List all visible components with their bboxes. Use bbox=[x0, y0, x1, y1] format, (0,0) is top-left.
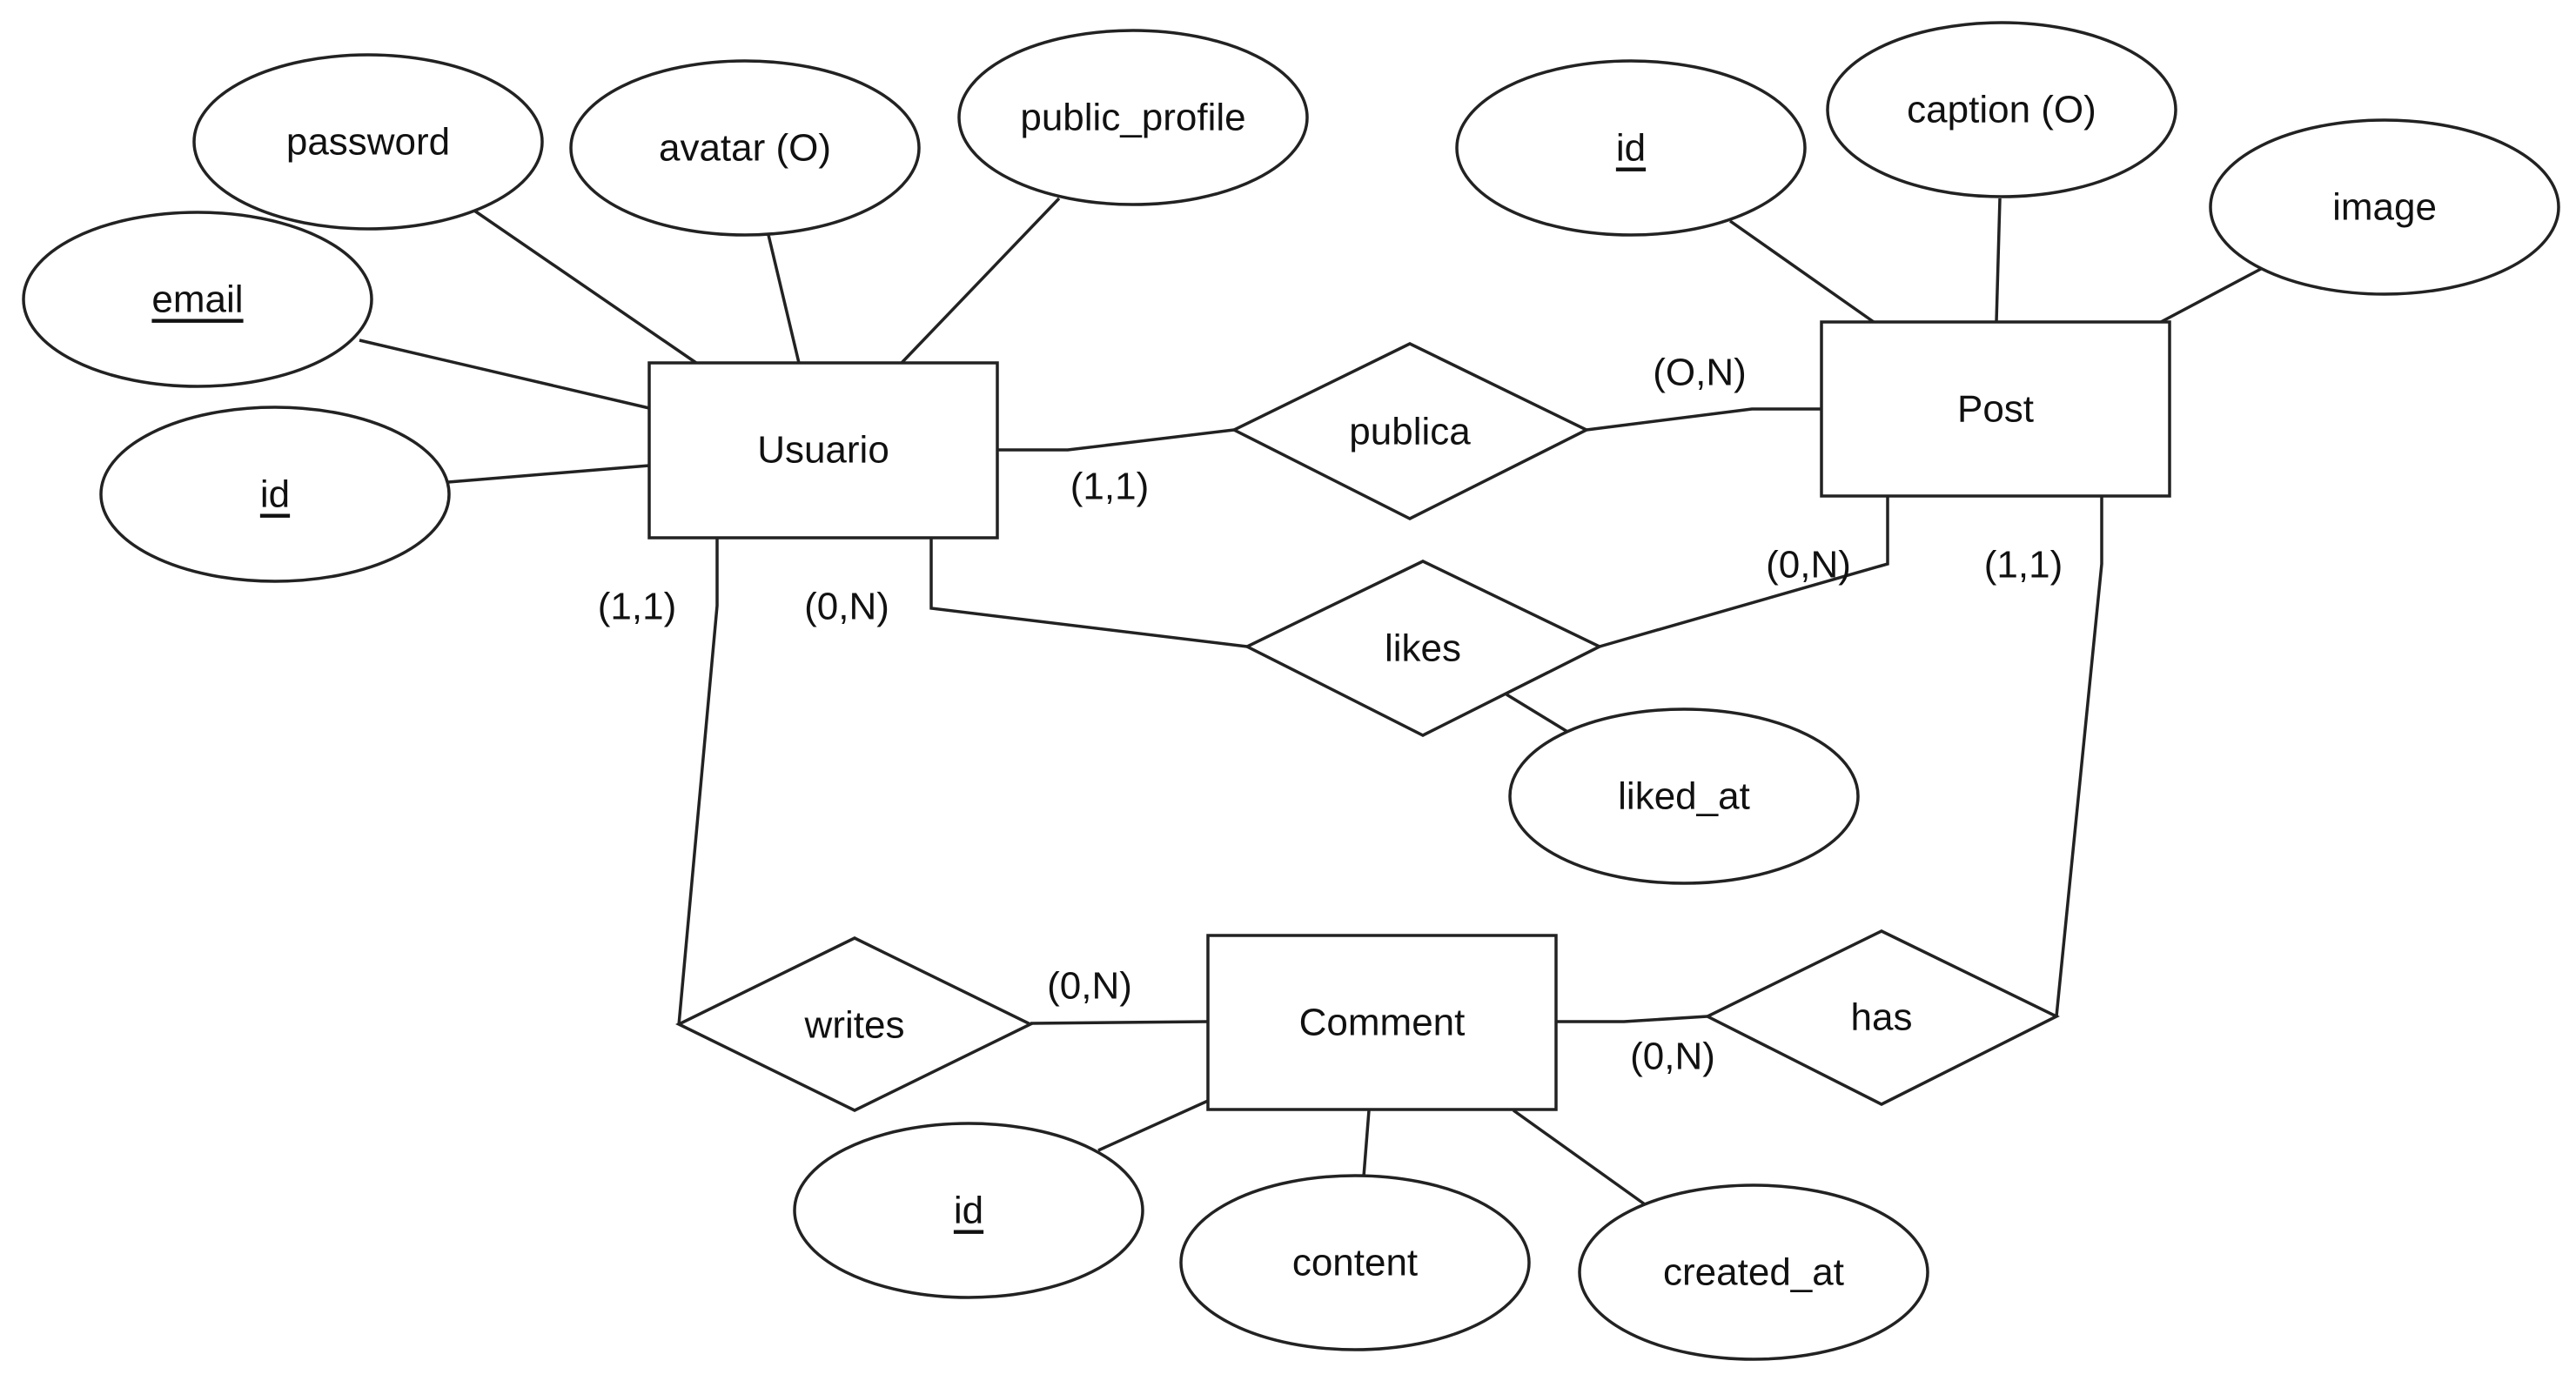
cardinality-labels: (1,1) (O,N) (0,N) (1,1) (1,1) (0,N) (0,N… bbox=[598, 352, 2063, 1078]
edge-likes-liked-at bbox=[1506, 693, 1570, 734]
attribute-liked-at-label: liked_at bbox=[1618, 775, 1750, 818]
edge-usuario-publica bbox=[997, 428, 1235, 452]
relationship-likes-label: likes bbox=[1385, 627, 1461, 670]
edge-usuario-public-profile bbox=[900, 197, 1061, 365]
attribute-usuario-id: id bbox=[99, 406, 451, 583]
edge-post-caption bbox=[1995, 198, 2002, 323]
cardinality-usuario-likes: (0,N) bbox=[804, 586, 889, 628]
relationship-has-label: has bbox=[1851, 996, 1913, 1039]
entity-usuario: Usuario bbox=[647, 361, 999, 540]
edge-usuario-password bbox=[473, 209, 697, 365]
edge-post-id bbox=[1728, 219, 1875, 324]
attribute-public-profile-label: public_profile bbox=[1020, 97, 1245, 139]
edge-publica-post bbox=[1586, 407, 1821, 432]
attribute-avatar: avatar (O) bbox=[569, 59, 921, 237]
entity-usuario-label: Usuario bbox=[757, 429, 889, 472]
attribute-post-id-label: id bbox=[1616, 127, 1646, 170]
edge-likes-post bbox=[1599, 496, 1889, 648]
cardinality-post-publica: (O,N) bbox=[1653, 352, 1747, 394]
entity-post-label: Post bbox=[1957, 388, 2034, 431]
edge-comment-has bbox=[1556, 1015, 1708, 1023]
cardinality-comment-has: (0,N) bbox=[1630, 1036, 1715, 1078]
attribute-comment-id: id bbox=[793, 1122, 1144, 1299]
attribute-public-profile: public_profile bbox=[957, 29, 1309, 206]
attribute-post-id: id bbox=[1455, 59, 1807, 237]
edge-usuario-email bbox=[359, 339, 650, 410]
attribute-email: email bbox=[22, 211, 373, 388]
relationship-publica: publica bbox=[1231, 342, 1590, 520]
attribute-usuario-id-label: id bbox=[260, 473, 290, 516]
edge-comment-created-at bbox=[1512, 1109, 1647, 1206]
edge-usuario-id bbox=[447, 464, 650, 484]
attribute-email-label: email bbox=[151, 278, 243, 321]
edge-post-image bbox=[2160, 267, 2262, 324]
attribute-password-label: password bbox=[286, 121, 450, 164]
entity-comment-label: Comment bbox=[1299, 1002, 1466, 1044]
attribute-created-at: created_at bbox=[1578, 1183, 1929, 1361]
edge-usuario-likes bbox=[929, 538, 1248, 648]
entity-comment: Comment bbox=[1206, 934, 1558, 1111]
relationship-writes-label: writes bbox=[804, 1004, 905, 1047]
edge-comment-content bbox=[1362, 1109, 1371, 1177]
attribute-content: content bbox=[1179, 1174, 1531, 1351]
cardinality-usuario-publica: (1,1) bbox=[1070, 466, 1149, 508]
attribute-comment-id-label: id bbox=[954, 1190, 983, 1232]
cardinality-post-has: (1,1) bbox=[1984, 544, 2063, 587]
relationship-has: has bbox=[1704, 929, 2060, 1106]
attribute-content-label: content bbox=[1292, 1242, 1418, 1284]
edge-usuario-writes bbox=[677, 538, 719, 1026]
entity-post: Post bbox=[1820, 320, 2171, 498]
relationship-likes: likes bbox=[1244, 560, 1603, 737]
relationship-writes: writes bbox=[675, 936, 1034, 1112]
attribute-caption-label: caption (O) bbox=[1907, 89, 2096, 131]
attribute-caption: caption (O) bbox=[1826, 21, 2177, 198]
attribute-liked-at: liked_at bbox=[1508, 707, 1860, 885]
cardinality-comment-writes: (0,N) bbox=[1047, 965, 1132, 1008]
connector-lines bbox=[359, 197, 2262, 1206]
edge-comment-id bbox=[1097, 1099, 1209, 1152]
attribute-created-at-label: created_at bbox=[1663, 1251, 1844, 1294]
cardinality-post-likes: (0,N) bbox=[1766, 544, 1851, 587]
attribute-avatar-label: avatar (O) bbox=[659, 127, 831, 170]
cardinality-usuario-writes: (1,1) bbox=[598, 586, 676, 628]
edge-usuario-avatar bbox=[767, 234, 801, 364]
edge-has-post bbox=[2055, 496, 2103, 1017]
attribute-password: password bbox=[192, 53, 544, 231]
edge-writes-comment bbox=[1030, 1020, 1209, 1025]
relationship-publica-label: publica bbox=[1349, 411, 1471, 453]
attribute-image: image bbox=[2209, 118, 2560, 296]
attribute-image-label: image bbox=[2332, 186, 2437, 229]
